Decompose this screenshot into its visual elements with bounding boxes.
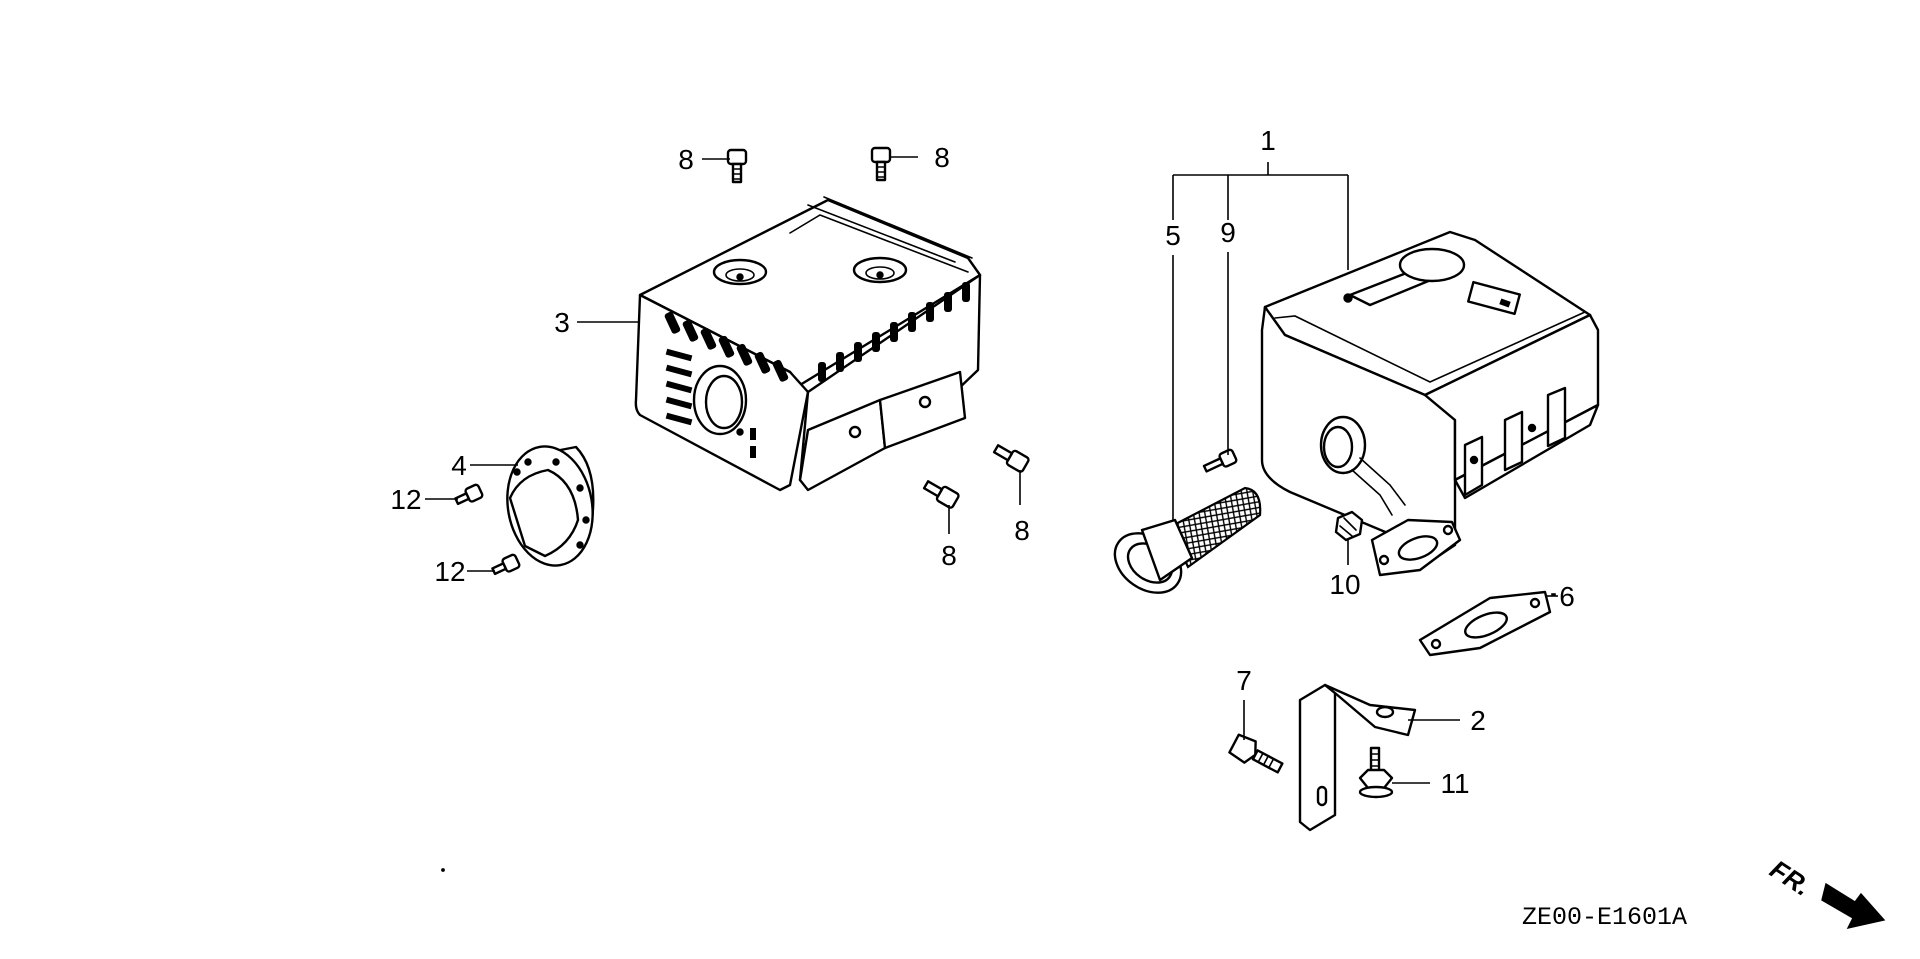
callout-12-upper: 12 xyxy=(390,484,421,515)
bolt-7 xyxy=(1228,733,1284,774)
callout-1: 1 xyxy=(1260,125,1276,156)
callout-8-lower-right: 8 xyxy=(1014,515,1030,546)
exhaust-outlet-cap xyxy=(506,445,595,567)
bolt-8-lower-right xyxy=(992,444,1030,473)
muffler-protector xyxy=(634,196,982,492)
callout-9: 9 xyxy=(1220,217,1236,248)
bolt-11 xyxy=(1358,746,1394,799)
callout-10: 10 xyxy=(1329,569,1360,600)
spark-arrester-screen xyxy=(1113,486,1262,594)
stray-dot xyxy=(441,868,445,872)
muffler-body xyxy=(1260,230,1600,577)
callout-12-lower: 12 xyxy=(434,556,465,587)
bolt-8-top-left xyxy=(726,148,748,184)
callout-5: 5 xyxy=(1165,220,1181,251)
callout-3: 3 xyxy=(554,307,570,338)
front-direction-arrow: FR. xyxy=(1765,854,1886,930)
callout-11: 11 xyxy=(1440,768,1469,799)
screw-12-lower xyxy=(491,553,521,576)
callout-8-top-left: 8 xyxy=(678,144,694,175)
muffler-gasket xyxy=(1418,590,1552,657)
nut-10 xyxy=(1334,510,1364,542)
callout-8-top-right: 8 xyxy=(934,142,950,173)
bolt-8-top-right xyxy=(870,146,892,182)
leader-lines xyxy=(425,156,1558,784)
direction-label: FR. xyxy=(1765,854,1816,902)
callout-6: 6 xyxy=(1559,581,1575,612)
screw-12-upper xyxy=(454,483,484,506)
bolt-8-lower-left xyxy=(922,480,960,509)
callout-7: 7 xyxy=(1236,665,1252,696)
callout-4: 4 xyxy=(451,450,467,481)
diagram-code: ZE00-E1601A xyxy=(1522,903,1687,932)
muffler-stay xyxy=(1298,683,1417,832)
callout-2: 2 xyxy=(1470,705,1486,736)
callout-8-lower-left: 8 xyxy=(941,540,957,571)
screw-9 xyxy=(1202,448,1238,473)
